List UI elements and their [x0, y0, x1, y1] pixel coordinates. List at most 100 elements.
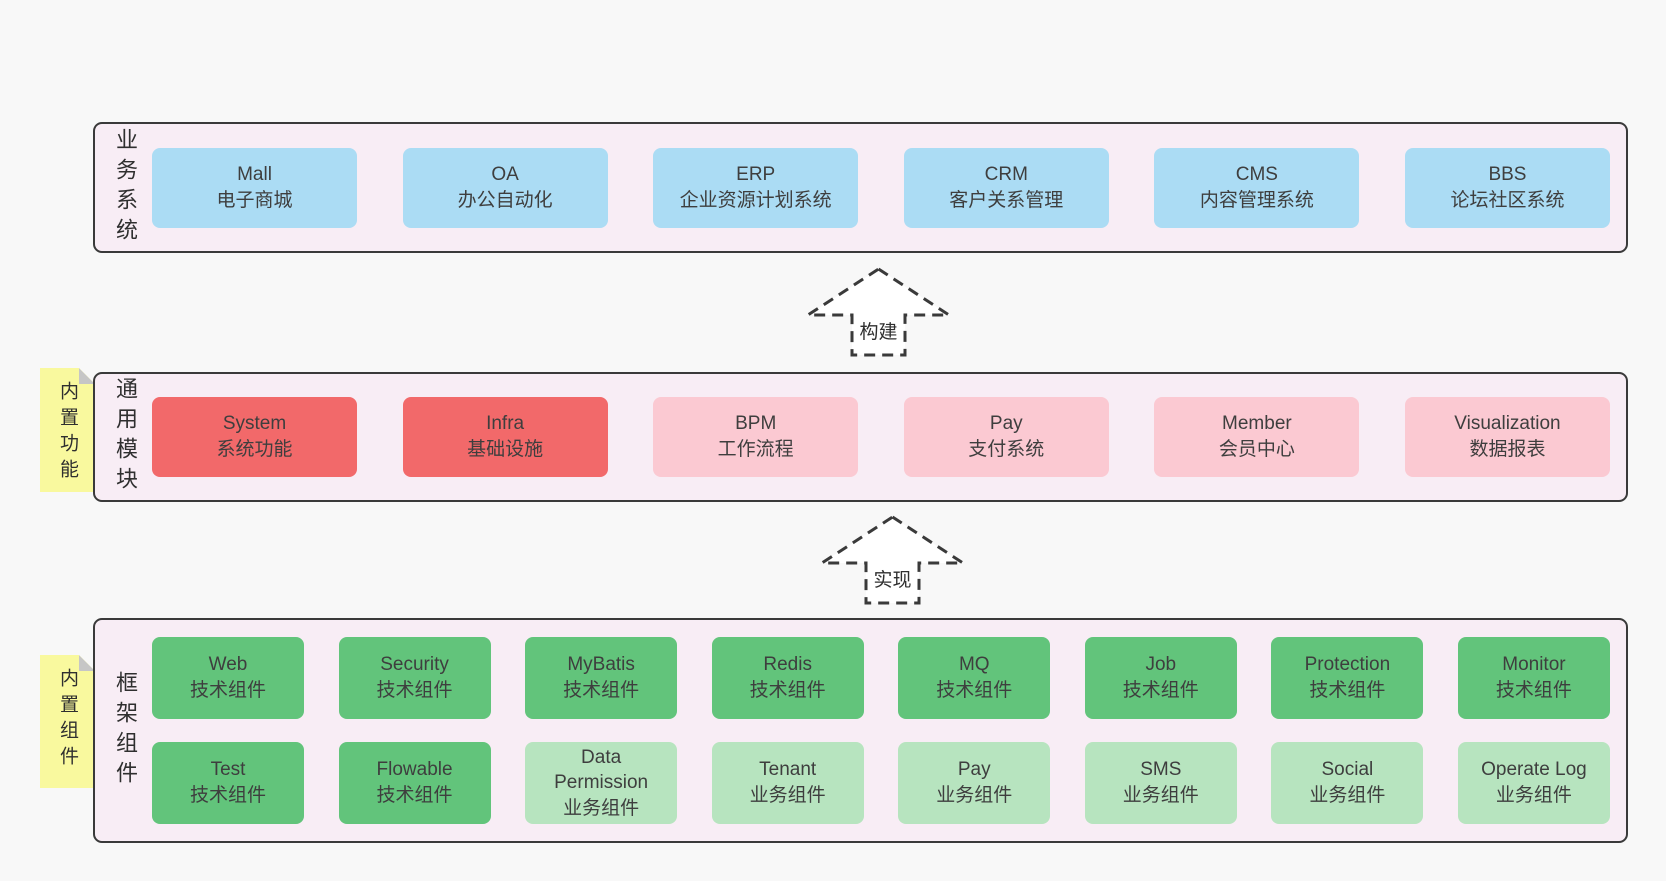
box-desc: 办公自动化: [457, 189, 553, 211]
arrow-implement-label: 实现: [873, 570, 912, 591]
box-name: ERP: [736, 163, 776, 185]
tag-built-in-features-label: 内置功能: [57, 381, 78, 485]
box-name: Pay: [957, 759, 991, 781]
box-web: Web 技术组件: [152, 637, 304, 719]
box-desc: 业务组件: [1309, 785, 1386, 806]
box-desc: 技术组件: [376, 680, 453, 701]
box-name: Test: [210, 759, 246, 781]
box-desc: 技术组件: [1495, 680, 1572, 701]
box-system: System 系统功能: [152, 397, 357, 477]
box-desc: 客户关系管理: [949, 189, 1064, 211]
box-name: SMS: [1140, 759, 1182, 781]
box-infra: Infra 基础设施: [402, 397, 608, 477]
box-name: CRM: [984, 163, 1028, 185]
box-name: MyBatis: [567, 654, 635, 676]
box-desc: 技术组件: [189, 785, 266, 806]
section-common-modules-title: 通用模块: [113, 377, 138, 497]
tag-built-in-features: 内置功能: [40, 368, 95, 492]
box-member: Member 会员中心: [1154, 397, 1360, 477]
box-job: Job 技术组件: [1084, 637, 1237, 719]
box-name: Infra: [486, 413, 525, 435]
box-name: Visualization: [1454, 413, 1561, 435]
arrow-build: 构建: [805, 266, 952, 358]
box-name: MQ: [958, 654, 990, 676]
box-flowable: Flowable 技术组件: [338, 742, 491, 824]
box-name: Monitor: [1502, 654, 1566, 676]
arrow-implement: 实现: [819, 514, 966, 606]
section-common-modules: 通用模块 System 系统功能 Infra 基础设施 BPM 工作流程 Pay 支付系统 Me…: [93, 372, 1628, 502]
box-name: Web: [208, 654, 248, 676]
box-name: BBS: [1488, 163, 1527, 185]
box-desc: 技术组件: [376, 785, 453, 806]
box-pay: Pay 业务组件: [898, 742, 1051, 824]
box-security: Security 技术组件: [338, 637, 491, 719]
box-name: Protection: [1304, 654, 1391, 676]
box-name: System: [222, 413, 287, 435]
box-name: OA: [491, 163, 519, 185]
box-test: Test 技术组件: [152, 742, 304, 824]
tag-built-in-components: 内置组件: [40, 655, 95, 788]
box-desc: 业务组件: [936, 785, 1013, 806]
box-crm: CRM 客户关系管理: [903, 147, 1109, 228]
box-pay: Pay 支付系统: [903, 397, 1109, 477]
box-desc: 论坛社区系统: [1450, 189, 1565, 211]
box-row: System 系统功能 Infra 基础设施 BPM 工作流程 Pay 支付系统 Member 会…: [152, 397, 1610, 477]
box-name: Social: [1321, 759, 1374, 781]
box-name: Job: [1145, 654, 1177, 676]
box-name: Tenant: [759, 759, 817, 781]
box-desc: 技术组件: [749, 680, 826, 701]
up-arrow-icon: [819, 515, 966, 605]
box-social: Social 业务组件: [1271, 742, 1424, 824]
box-desc: 系统功能: [216, 439, 293, 460]
box-desc: 内容管理系统: [1199, 189, 1314, 211]
box-cms: CMS 内容管理系统: [1154, 147, 1360, 228]
box-name: Redis: [763, 654, 812, 676]
box-name: Member: [1222, 413, 1292, 435]
box-name: BPM: [735, 413, 777, 435]
box-name: CMS: [1235, 163, 1278, 185]
box-desc: 业务组件: [563, 797, 640, 819]
box-monitor: Monitor 技术组件: [1457, 637, 1610, 719]
box-operate-log: Operate Log 业务组件: [1457, 742, 1610, 824]
box-name: Security: [380, 654, 449, 676]
section-framework-components-title: 框架组件: [113, 670, 138, 791]
box-desc: 技术组件: [1309, 680, 1386, 701]
box-name: Pay: [989, 413, 1023, 435]
box-bbs: BBS 论坛社区系统: [1404, 147, 1610, 228]
box-desc: 企业资源计划系统: [679, 189, 832, 211]
box-desc: 支付系统: [968, 439, 1045, 460]
box-desc: 技术组件: [189, 680, 266, 701]
box-desc: 会员中心: [1218, 439, 1295, 460]
up-arrow-icon: [805, 267, 952, 357]
box-mybatis: MyBatis 技术组件: [525, 637, 678, 719]
box-desc: 技术组件: [936, 680, 1013, 701]
box-desc: 工作流程: [717, 439, 794, 460]
common-modules-boxes: System 系统功能 Infra 基础设施 BPM 工作流程 Pay 支付系统 Member 会…: [152, 374, 1610, 500]
box-name: Operate Log: [1481, 759, 1587, 781]
box-desc: 技术组件: [1122, 680, 1199, 701]
box-redis: Redis 技术组件: [711, 637, 864, 719]
tag-built-in-components-label: 内置组件: [57, 668, 78, 772]
section-business-systems-title: 业务系统: [113, 127, 138, 248]
box-name: Flowable: [376, 759, 453, 781]
box-oa: OA 办公自动化: [402, 147, 608, 228]
box-desc: 技术组件: [563, 680, 640, 701]
arrow-build-label: 构建: [859, 322, 898, 343]
box-erp: ERP 企业资源计划系统: [653, 147, 859, 228]
box-desc: 基础设施: [467, 439, 544, 460]
box-bpm: BPM 工作流程: [653, 397, 859, 477]
box-mq: MQ 技术组件: [898, 637, 1051, 719]
box-desc: 业务组件: [1495, 785, 1572, 806]
